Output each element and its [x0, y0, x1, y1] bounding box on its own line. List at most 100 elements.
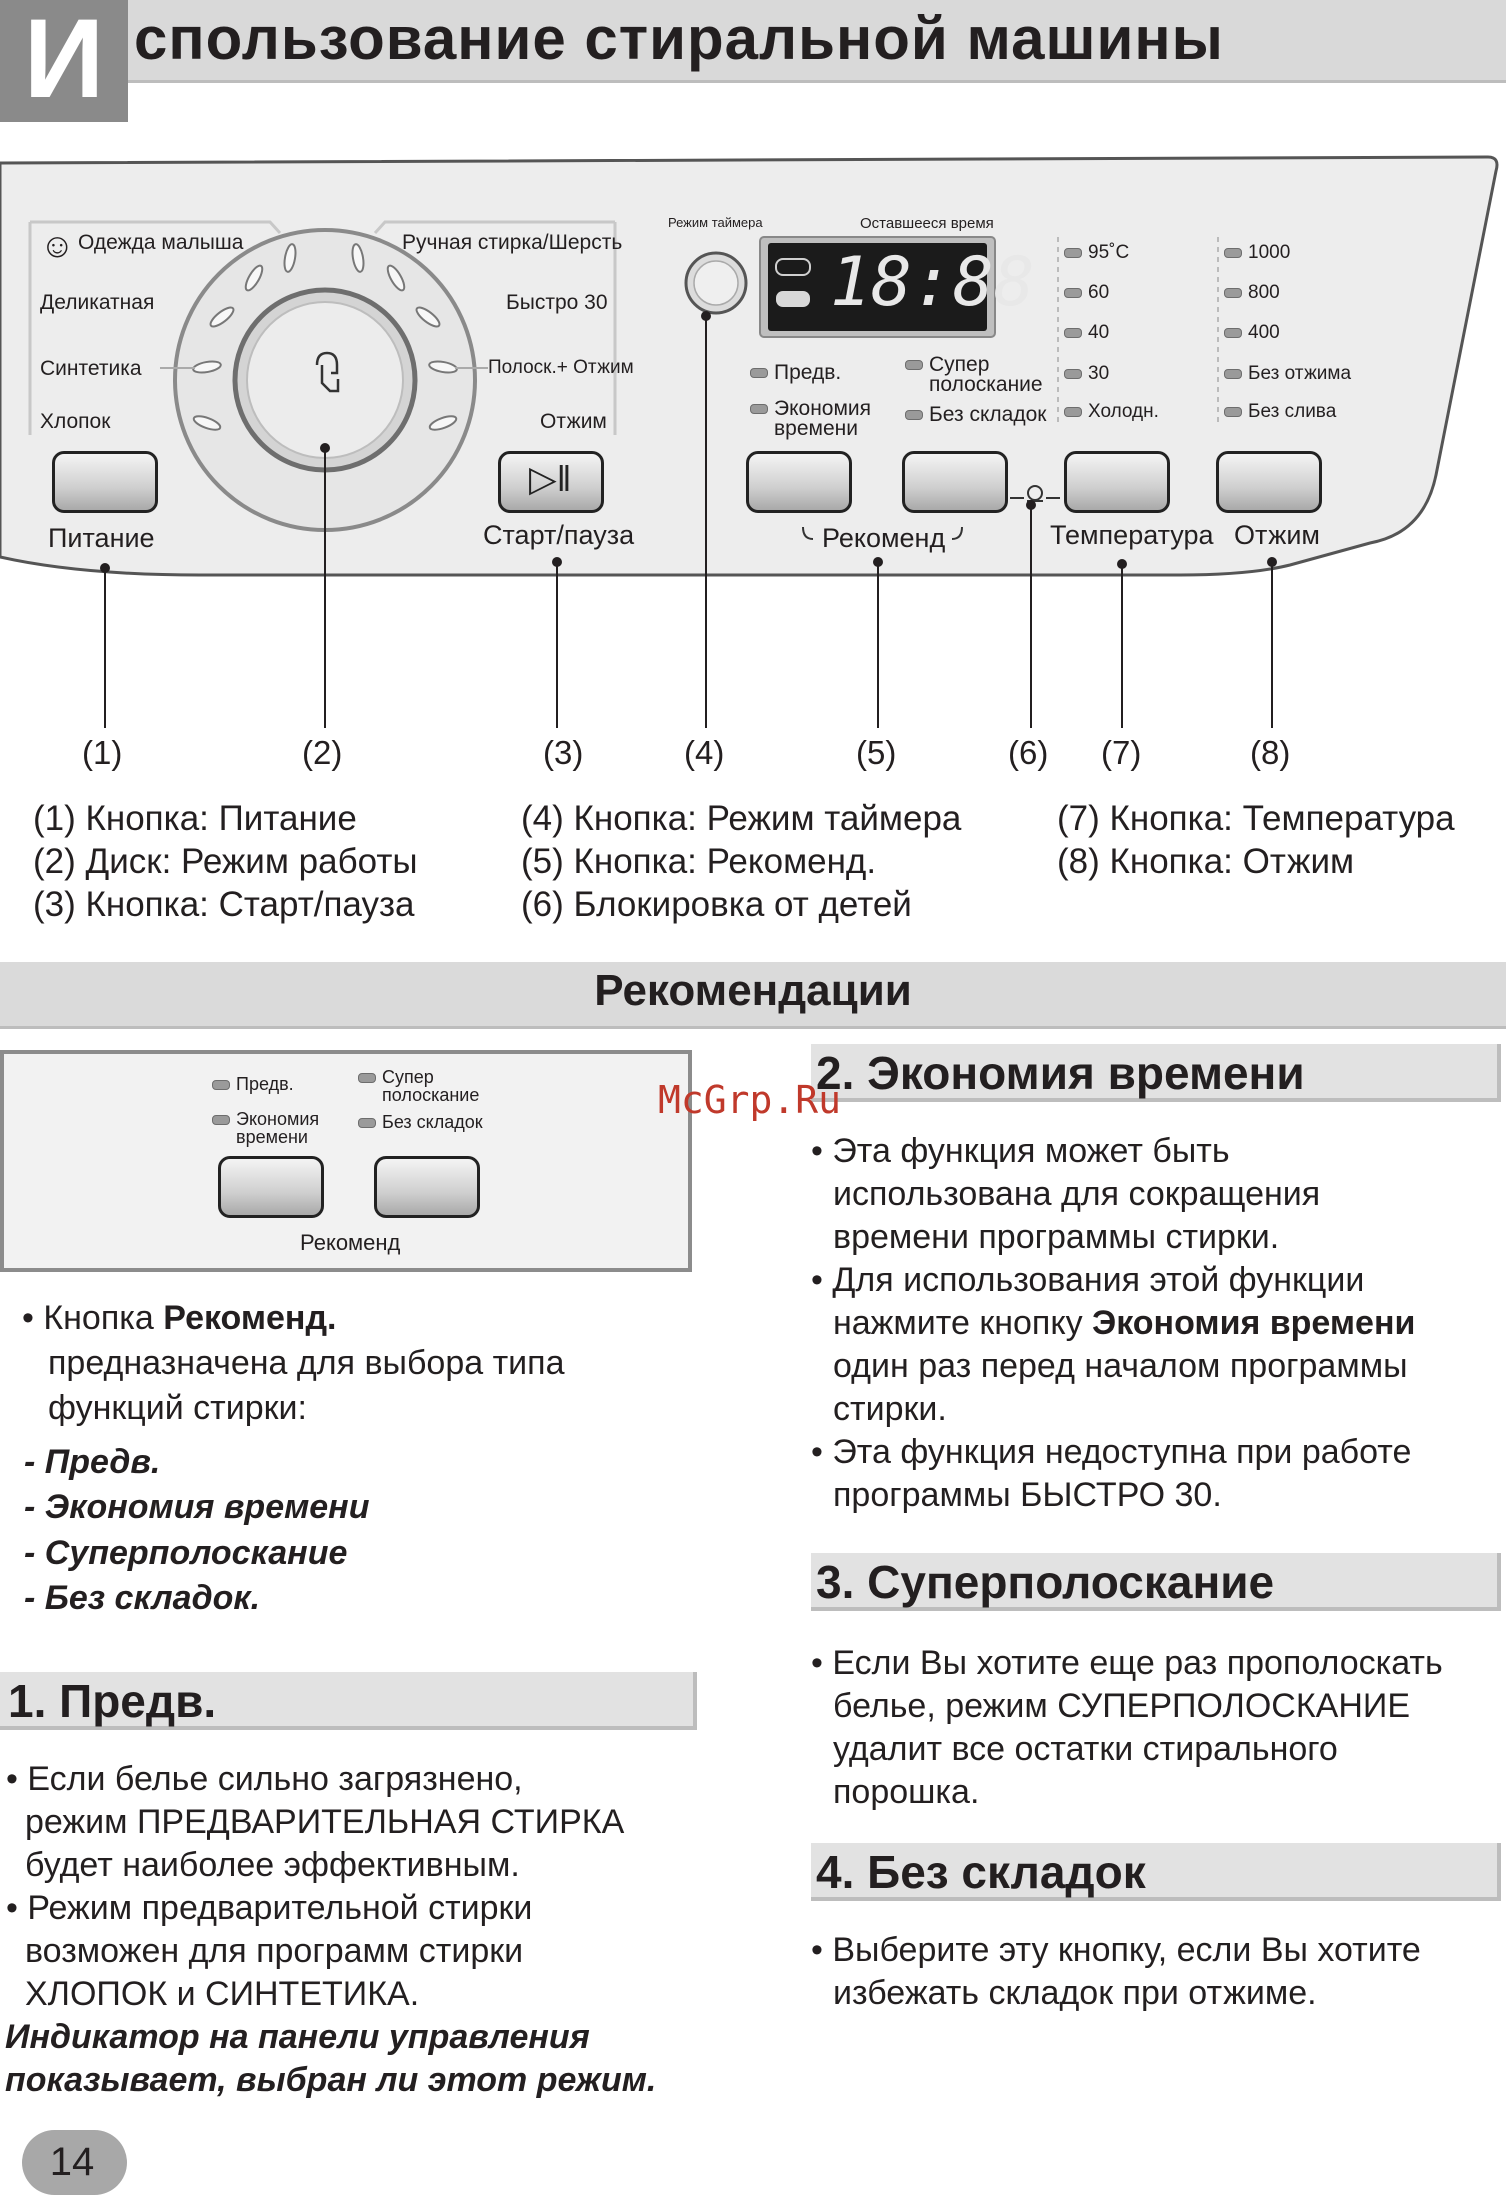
led-icon — [1064, 327, 1082, 338]
section-2-header — [811, 1044, 1501, 1102]
s2-line: стирки. — [833, 1390, 947, 1428]
led-icon — [212, 1115, 230, 1126]
spin-400-text: 400 — [1248, 322, 1280, 343]
s3-line: удалит все остатки стирального — [833, 1730, 1338, 1768]
led-icon — [1064, 247, 1082, 258]
led-icon — [905, 410, 923, 421]
led-icon — [750, 404, 768, 415]
spin-none: Без отжима — [1224, 363, 1351, 385]
s1-line: будет наиболее эффективным. — [25, 1846, 520, 1884]
rekomend-mini-panel: Предв. Экономия времени Супер полоскание… — [0, 1050, 692, 1272]
intro-line-3: функций стирки: — [48, 1389, 307, 1427]
callout-3: (3) — [543, 734, 584, 771]
callout-5: (5) — [856, 734, 897, 771]
spin-800: 800 — [1224, 282, 1280, 304]
option-prewash: Предв. — [750, 361, 841, 385]
spin-label: Отжим — [1234, 520, 1320, 550]
intro-bold: Рекоменд. — [163, 1299, 337, 1337]
rekomend-button-left[interactable] — [746, 451, 852, 513]
mini-button-right[interactable] — [374, 1156, 480, 1218]
spin-400: 400 — [1224, 322, 1280, 344]
legend-item: (1) Кнопка: Питание — [33, 799, 357, 838]
start-pause-button[interactable]: ▷‖ — [498, 451, 604, 513]
mini-no-crease: Без складок — [358, 1112, 483, 1133]
callout-line-7 — [1121, 564, 1123, 728]
temp-30-text: 30 — [1088, 363, 1110, 384]
led-icon — [212, 1080, 230, 1091]
section-3-title: 3. Суперполоскание — [816, 1556, 1275, 1608]
s2-line: времени программы стирки. — [833, 1218, 1280, 1256]
intro-line-2: предназначена для выбора типа — [48, 1344, 565, 1382]
led-icon — [1224, 327, 1242, 338]
option-super-rinse-text: Супер полоскание — [929, 353, 1043, 396]
legend-item: (7) Кнопка: Температура — [1057, 799, 1455, 838]
led-icon — [1224, 247, 1242, 258]
time-display: 18:88 — [830, 243, 1035, 322]
watermark: McGrp.Ru — [658, 1078, 842, 1122]
spin-button[interactable] — [1216, 451, 1322, 513]
mini-super-rinse-text: Супер полоскание — [382, 1067, 480, 1105]
mini-economy: Экономия времени — [212, 1110, 319, 1146]
temp-40: 40 — [1064, 322, 1109, 344]
timer-button[interactable] — [687, 253, 747, 313]
callout-line-5 — [877, 562, 879, 728]
section-4-title: 4. Без складок — [816, 1846, 1146, 1898]
led-icon — [358, 1118, 376, 1129]
option-economy-text: Экономия времени — [774, 397, 872, 440]
callout-4: (4) — [684, 734, 725, 771]
led-icon — [1064, 287, 1082, 298]
mini-economy-text: Экономия времени — [236, 1109, 320, 1147]
page-title: спользование стиральной машины — [134, 5, 1224, 72]
legend-item: (8) Кнопка: Отжим — [1057, 842, 1355, 881]
option-super-rinse: Супер полоскание — [905, 353, 1043, 396]
page-header: И спользование стиральной машины — [0, 0, 1506, 122]
s2-line: программы БЫСТРО 30. — [833, 1476, 1222, 1514]
s3-line: • Если Вы хотите еще раз прополоскать — [811, 1644, 1443, 1682]
s1-line: ХЛОПОК и СИНТЕТИКА. — [25, 1975, 420, 2013]
callout-8: (8) — [1250, 734, 1291, 771]
spin-no-drain: Без слива — [1224, 401, 1336, 423]
spin-none-text: Без отжима — [1248, 363, 1352, 384]
title-initial: И — [23, 0, 105, 121]
led-icon — [1224, 406, 1242, 417]
callout-line-4 — [705, 316, 707, 728]
page-number: 14 — [49, 2140, 95, 2184]
rekomend-label: Рекоменд — [822, 523, 946, 553]
function-item: - Экономия времени — [24, 1488, 370, 1526]
s1-line: • Если белье сильно загрязнено, — [6, 1760, 523, 1798]
callout-line-3 — [556, 562, 558, 728]
recommendations-header: Рекомендации — [0, 962, 1506, 1029]
s2-bold: Экономия времени — [1092, 1304, 1416, 1342]
callout-line-1 — [104, 568, 106, 728]
play-pause-icon: ▷‖ — [529, 458, 572, 499]
power-button[interactable] — [52, 451, 158, 513]
led-icon — [1064, 406, 1082, 417]
section-4-header — [811, 1843, 1501, 1901]
intro-line-1: • Кнопка Рекоменд. — [22, 1297, 337, 1340]
mini-button-left[interactable] — [218, 1156, 324, 1218]
spin-no-drain-text: Без слива — [1248, 401, 1337, 422]
legend-item: (3) Кнопка: Старт/пауза — [33, 885, 415, 924]
temp-60: 60 — [1064, 282, 1109, 304]
intro-prefix: • Кнопка — [22, 1299, 164, 1337]
temp-95-text: 95˚C — [1088, 242, 1130, 263]
program-synthetic: Синтетика — [40, 357, 142, 380]
title-initial-box: И — [0, 0, 128, 122]
temperature-button[interactable] — [1064, 451, 1170, 513]
legend-item: (4) Кнопка: Режим таймера — [521, 799, 962, 838]
callout-6: (6) — [1008, 734, 1049, 771]
rekomend-button-right[interactable] — [902, 451, 1008, 513]
spin-800-text: 800 — [1248, 282, 1280, 303]
function-item: - Предв. — [24, 1443, 161, 1481]
s1-line: возможен для программ стирки — [25, 1932, 524, 1970]
led-icon — [358, 1073, 376, 1084]
program-rinse-spin: Полоск.+ Отжим — [488, 357, 634, 378]
legend-item: (5) Кнопка: Рекоменд. — [521, 842, 877, 881]
start-pause-label: Старт/пауза — [483, 520, 635, 550]
s1-note: показывает, выбран ли этот режим. — [5, 2061, 657, 2099]
led-icon — [1224, 368, 1242, 379]
option-economy: Экономия времени — [750, 397, 872, 440]
s2-line: • Для использования этой функции — [811, 1261, 1365, 1299]
page-number-badge: 14 — [22, 2130, 127, 2195]
section-2-title: 2. Экономия времени — [816, 1047, 1305, 1099]
